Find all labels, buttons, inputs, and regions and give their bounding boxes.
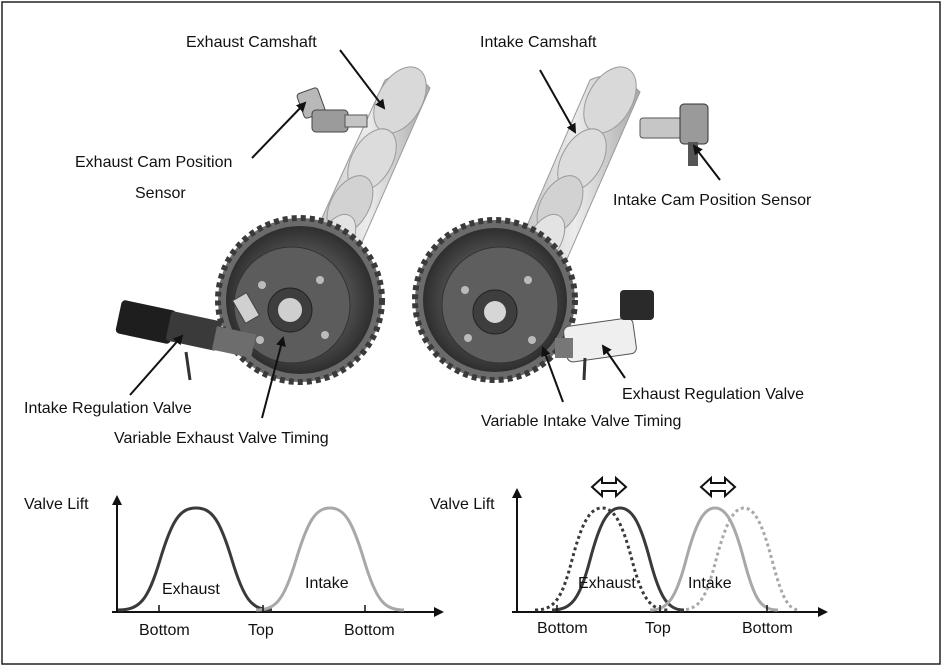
exhaust-camshaft-assembly xyxy=(115,66,431,385)
graph-right-tick-bottom-1: Bottom xyxy=(537,620,588,637)
graph-left-exhaust-curve xyxy=(117,506,273,612)
leader-exhaust-camshaft xyxy=(339,49,386,110)
leader-variable-exhaust-valve-timing xyxy=(261,336,286,419)
graph-left-exhaust-label: Exhaust xyxy=(162,581,220,598)
leader-lines xyxy=(129,49,721,419)
label-intake-camshaft: Intake Camshaft xyxy=(480,34,597,51)
label-intake-cam-position-sensor: Intake Cam Position Sensor xyxy=(613,192,812,209)
graph-left-tick-top: Top xyxy=(248,622,274,639)
label-intake-regulation-valve: Intake Regulation Valve xyxy=(24,400,192,417)
leader-intake-cam-position-sensor xyxy=(692,144,721,181)
intake-cam-position-sensor xyxy=(639,103,709,166)
intake-timing-gear xyxy=(412,217,578,383)
label-exhaust-cam-position-sensor-line2: Sensor xyxy=(135,185,186,202)
graph-left-intake-curve xyxy=(255,506,405,612)
leader-intake-camshaft xyxy=(539,69,576,134)
graph-right-intake-label: Intake xyxy=(688,575,732,592)
exhaust-regulation-valve xyxy=(555,290,654,381)
graph-left-tick-bottom-2: Bottom xyxy=(344,622,395,639)
graph-right-exhaust-shifted-curve xyxy=(534,506,669,612)
graph-right-tick-top: Top xyxy=(645,620,671,637)
valve-lift-graph-left: Valve Lift Exhaust Intake Bottom Top Bot… xyxy=(24,495,444,639)
label-exhaust-cam-position-sensor-line1: Exhaust Cam Position xyxy=(75,154,232,171)
graph-right-exhaust-curve xyxy=(551,506,685,612)
intake-camshaft-assembly xyxy=(412,66,709,383)
graph-left-tick-bottom-1: Bottom xyxy=(139,622,190,639)
leader-exhaust-cam-position-sensor xyxy=(251,101,307,159)
intake-shift-double-arrow xyxy=(699,475,737,499)
graph-left-intake-label: Intake xyxy=(305,575,349,592)
exhaust-timing-gear xyxy=(215,215,385,385)
label-exhaust-camshaft: Exhaust Camshaft xyxy=(186,34,317,51)
label-variable-intake-valve-timing: Variable Intake Valve Timing xyxy=(481,413,681,430)
graph-right-tick-bottom-2: Bottom xyxy=(742,620,793,637)
graph-right-intake-curve xyxy=(649,506,779,612)
valve-lift-graph-right: Valve Lift Exhaust Intake Bottom Top Bot… xyxy=(430,475,828,637)
leader-variable-intake-valve-timing xyxy=(541,346,564,403)
leader-intake-regulation-valve xyxy=(129,334,184,396)
graph-right-exhaust-label: Exhaust xyxy=(578,575,636,592)
graph-left-ylabel: Valve Lift xyxy=(24,496,89,513)
label-exhaust-regulation-valve: Exhaust Regulation Valve xyxy=(622,386,804,403)
leader-exhaust-regulation-valve xyxy=(601,344,626,379)
exhaust-shift-double-arrow xyxy=(590,475,628,499)
label-variable-exhaust-valve-timing: Variable Exhaust Valve Timing xyxy=(114,430,329,447)
graph-right-ylabel: Valve Lift xyxy=(430,496,495,513)
